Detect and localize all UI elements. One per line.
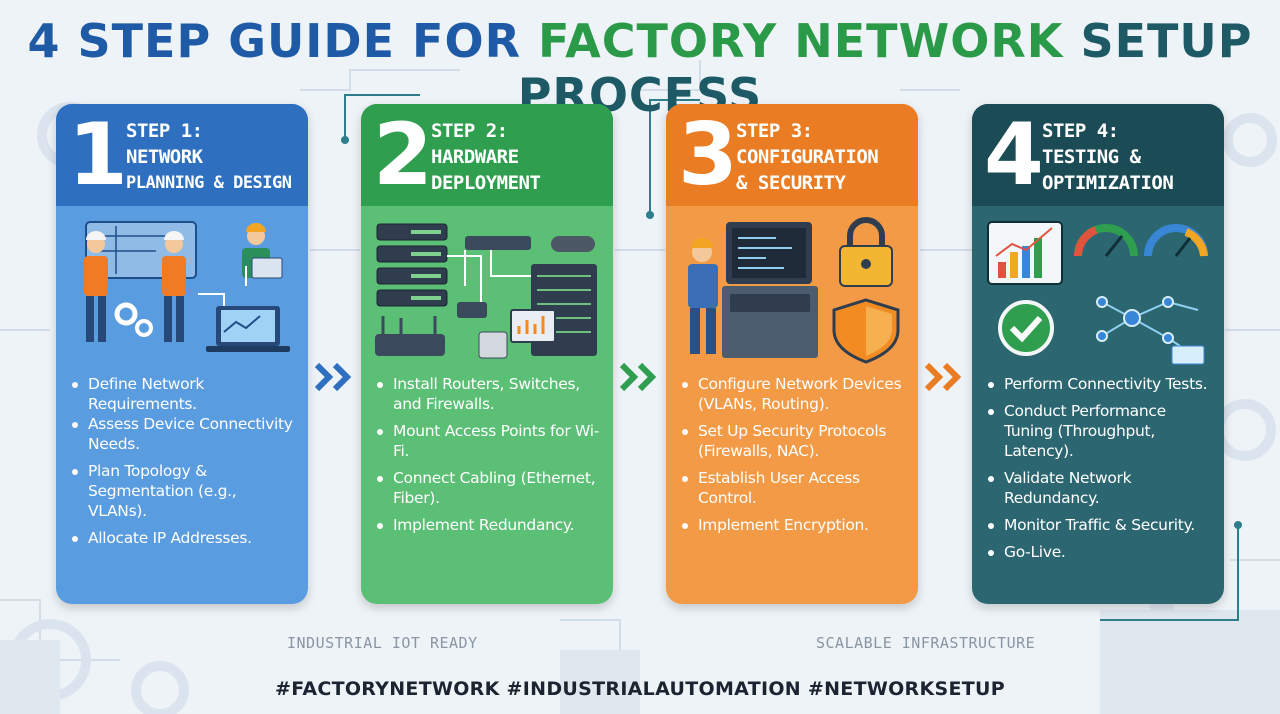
title-part-1: 4 STEP GUIDE FOR xyxy=(27,14,539,68)
hashtags: #FACTORYNETWORK #INDUSTRIALAUTOMATION #N… xyxy=(275,678,1005,700)
list-item: Implement Redundancy. xyxy=(377,515,603,535)
configuration-security-icon xyxy=(666,206,918,374)
chevron-right-icon xyxy=(314,362,352,392)
list-item: Mount Access Points for Wi-Fi. xyxy=(377,421,603,461)
step-1-title-line-3: PLANNING & DESIGN xyxy=(126,173,292,193)
list-item: Establish User Access Control. xyxy=(682,468,908,508)
step-1-title-line-2: NETWORK xyxy=(126,146,203,168)
list-item: Go-Live. xyxy=(988,542,1214,562)
step-2-title-line-1: STEP 2: xyxy=(431,120,508,142)
step-4-title-line-3: OPTIMIZATION xyxy=(1042,172,1174,194)
step-4-title: STEP 4: TESTING & OPTIMIZATION xyxy=(1042,118,1174,196)
list-item: Validate Network Redundancy. xyxy=(988,468,1214,508)
step-4-bullets: Perform Connectivity Tests. Conduct Perf… xyxy=(972,374,1224,562)
step-2-title-line-2: HARDWARE xyxy=(431,146,519,168)
list-item: Perform Connectivity Tests. xyxy=(988,374,1214,394)
step-4-title-line-2: TESTING & xyxy=(1042,146,1141,168)
list-item: Plan Topology & Segmentation (e.g., VLAN… xyxy=(72,461,298,521)
step-4-header: 4 STEP 4: TESTING & OPTIMIZATION xyxy=(972,104,1224,206)
list-item: Install Routers, Switches, and Firewalls… xyxy=(377,374,603,414)
testing-dashboard-icon xyxy=(972,206,1224,374)
tagline-left: INDUSTRIAL IOT READY xyxy=(287,634,478,652)
network-hardware-icon xyxy=(361,206,613,374)
step-3-title-line-1: STEP 3: xyxy=(736,120,813,142)
step-3-title-line-3: & SECURITY xyxy=(736,172,846,194)
step-1-title: STEP 1: NETWORK PLANNING & DESIGN xyxy=(126,118,292,196)
tagline-right: SCALABLE INFRASTRUCTURE xyxy=(816,634,1036,652)
step-3-header: 3 STEP 3: CONFIGURATION & SECURITY xyxy=(666,104,918,206)
step-card-3: 3 STEP 3: CONFIGURATION & SECURITY xyxy=(666,104,918,604)
step-1-number: 1 xyxy=(68,105,128,205)
step-1-title-line-1: STEP 1: xyxy=(126,120,203,142)
engineers-planning-icon xyxy=(56,206,308,374)
list-item: Implement Encryption. xyxy=(682,515,908,535)
list-item: Define Network Requirements. xyxy=(72,374,298,414)
step-card-4: 4 STEP 4: TESTING & OPTIMIZATION xyxy=(972,104,1224,604)
step-card-1: 1 STEP 1: NETWORK PLANNING & DESIGN xyxy=(56,104,308,604)
chevron-right-icon xyxy=(619,362,657,392)
step-4-title-line-1: STEP 4: xyxy=(1042,120,1119,142)
step-3-title: STEP 3: CONFIGURATION & SECURITY xyxy=(736,118,879,196)
step-3-bullets: Configure Network Devices (VLANs, Routin… xyxy=(666,374,918,535)
step-1-header: 1 STEP 1: NETWORK PLANNING & DESIGN xyxy=(56,104,308,206)
list-item: Allocate IP Addresses. xyxy=(72,528,298,548)
step-3-title-line-2: CONFIGURATION xyxy=(736,146,879,168)
list-item: Connect Cabling (Ethernet, Fiber). xyxy=(377,468,603,508)
step-4-number: 4 xyxy=(984,105,1044,205)
list-item: Set Up Security Protocols (Firewalls, NA… xyxy=(682,421,908,461)
step-1-bullets: Define Network Requirements. Assess Devi… xyxy=(56,374,308,548)
step-2-number: 2 xyxy=(373,105,433,205)
list-item: Monitor Traffic & Security. xyxy=(988,515,1214,535)
chevron-right-icon xyxy=(924,362,962,392)
step-2-header: 2 STEP 2: HARDWARE DEPLOYMENT xyxy=(361,104,613,206)
list-item: Assess Device Connectivity Needs. xyxy=(72,414,298,454)
step-3-number: 3 xyxy=(678,105,738,205)
step-2-title-line-3: DEPLOYMENT xyxy=(431,172,541,194)
list-item: Configure Network Devices (VLANs, Routin… xyxy=(682,374,908,414)
step-2-title: STEP 2: HARDWARE DEPLOYMENT xyxy=(431,118,541,196)
step-card-2: 2 STEP 2: HARDWARE DEPLOYMENT xyxy=(361,104,613,604)
step-2-bullets: Install Routers, Switches, and Firewalls… xyxy=(361,374,613,535)
title-part-2: FACTORY NETWORK xyxy=(538,14,1064,68)
list-item: Conduct Performance Tuning (Throughput, … xyxy=(988,401,1214,461)
